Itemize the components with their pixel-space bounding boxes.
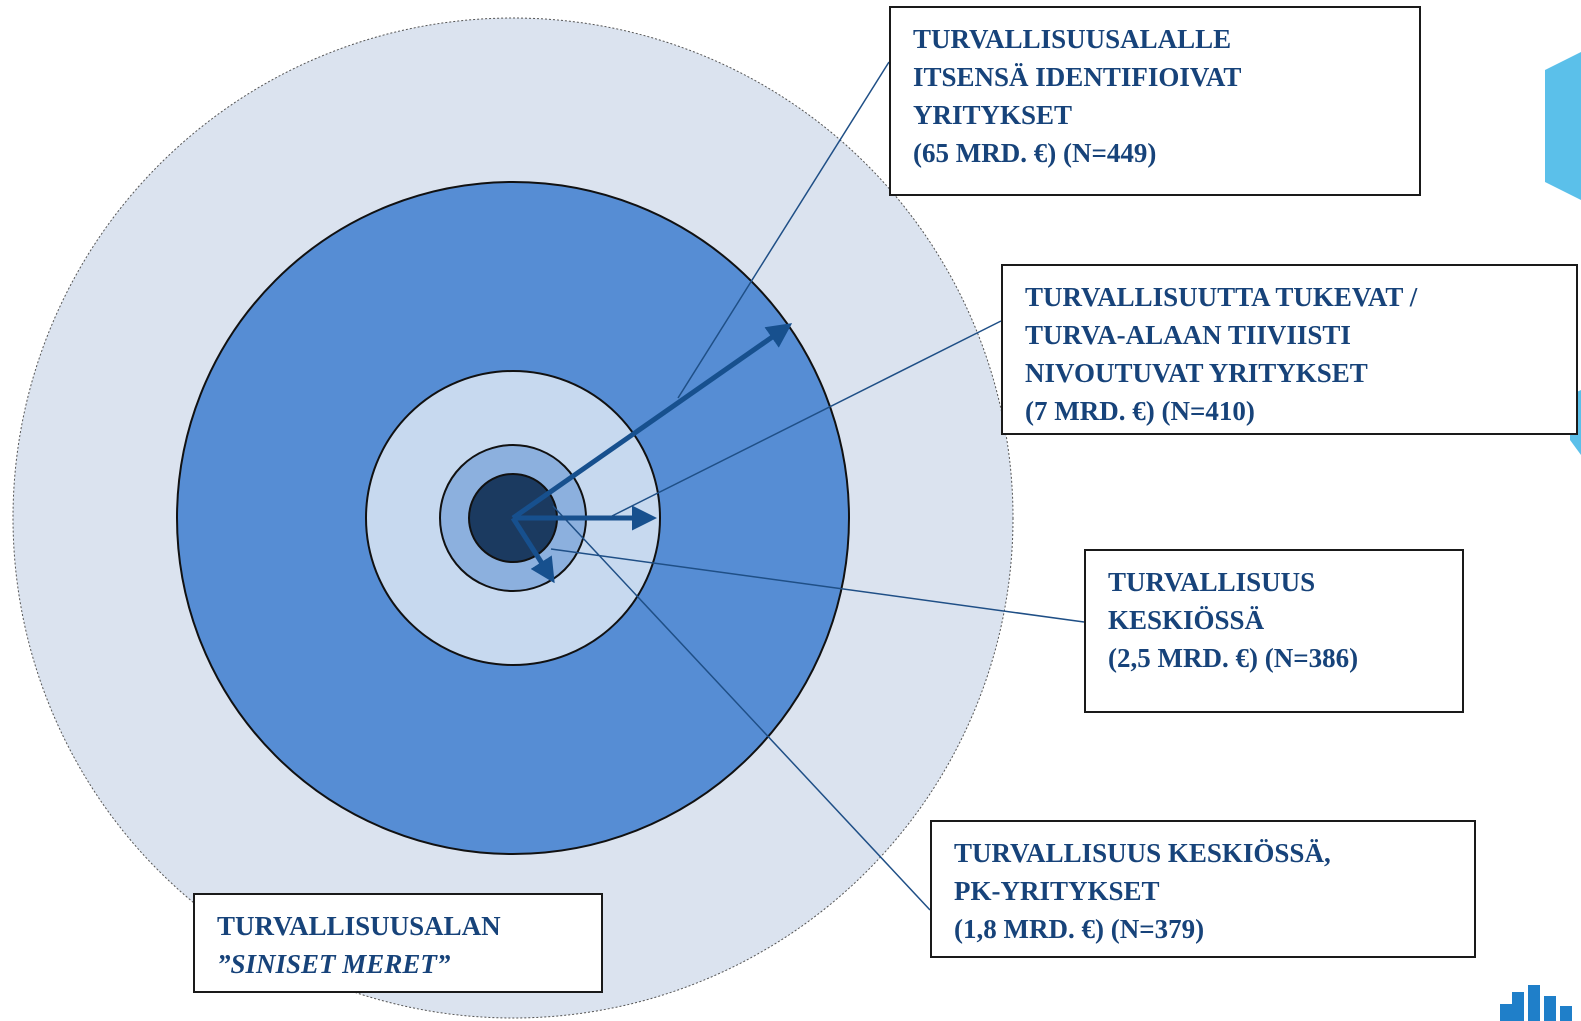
label-support: TURVALLISUUTTA TUKEVAT / TURVA-ALAAN TII… (1001, 264, 1578, 435)
label-identify-line4: (65 MRD. €) (N=449) (913, 138, 1157, 168)
decor-logo-bottom-right (1500, 985, 1572, 1021)
label-identify-line1: TURVALLISUUSALALLE (913, 24, 1232, 54)
arrow-identify (511, 323, 793, 521)
leader-core (550, 548, 1085, 623)
label-outer-blue-seas: TURVALLISUUSALAN ”SINISET MERET” (193, 893, 603, 993)
label-sme: TURVALLISUUS KESKIÖSSÄ, PK-YRITYKSET (1,… (930, 820, 1476, 958)
arrow-core (510, 516, 555, 584)
leader-sme (552, 505, 931, 911)
label-core-line3: (2,5 MRD. €) (N=386) (1108, 643, 1359, 673)
label-support-line4: (7 MRD. €) (N=410) (1025, 396, 1255, 426)
label-sme-line3: (1,8 MRD. €) (N=379) (954, 914, 1205, 944)
label-identify-line2: ITSENSÄ IDENTIFIOIVAT (913, 62, 1242, 92)
label-sme-line2: PK-YRITYKSET (954, 876, 1160, 906)
decor-hex-top-right (1545, 52, 1581, 200)
label-sme-line1: TURVALLISUUS KESKIÖSSÄ, (954, 838, 1331, 868)
label-core-line2: KESKIÖSSÄ (1108, 605, 1265, 635)
label-outer-line2: ”SINISET MERET” (217, 949, 451, 979)
leader-support (611, 320, 1002, 517)
label-support-line2: TURVA-ALAAN TIIVIISTI (1025, 320, 1351, 350)
label-outer-line1: TURVALLISUUSALAN (217, 911, 501, 941)
label-support-line3: NIVOUTUVAT YRITYKSET (1025, 358, 1368, 388)
leader-identify (677, 61, 890, 399)
label-core-line1: TURVALLISUUS (1108, 567, 1316, 597)
label-support-line1: TURVALLISUUTTA TUKEVAT / (1025, 282, 1418, 312)
label-identify: TURVALLISUUSALALLE ITSENSÄ IDENTIFIOIVAT… (889, 6, 1421, 196)
label-identify-line3: YRITYKSET (913, 100, 1073, 130)
label-core: TURVALLISUUS KESKIÖSSÄ (2,5 MRD. €) (N=3… (1084, 549, 1464, 713)
